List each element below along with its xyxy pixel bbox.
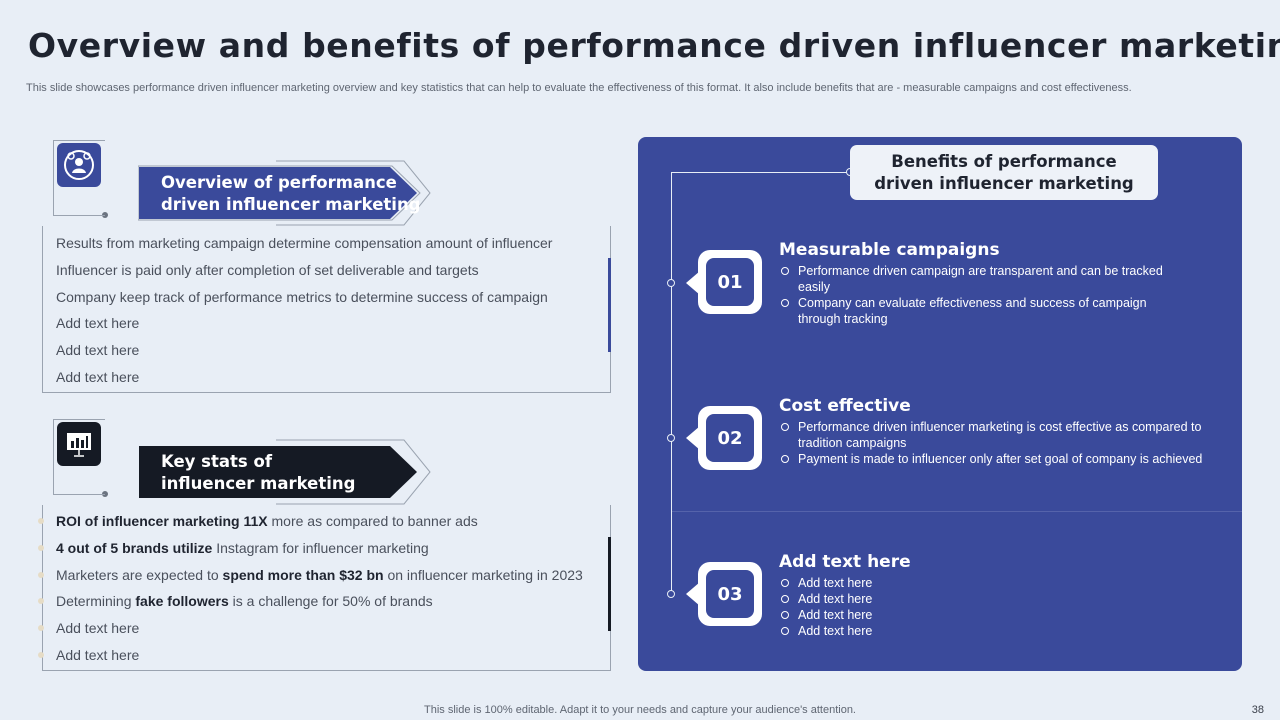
benefit-heading: Measurable campaigns [779, 240, 1000, 260]
list-item: Results from marketing campaign determin… [56, 235, 553, 251]
influencer-people-icon [57, 143, 101, 187]
list-item: Add text here [56, 368, 140, 385]
benefit-point: Performance driven influencer marketing … [780, 419, 1220, 451]
timeline-line [671, 172, 672, 594]
stats-banner [139, 439, 431, 505]
list-item: Add text here [38, 615, 583, 642]
page-subtitle: This slide showcases performance driven … [26, 82, 1132, 94]
stats-connector-dot [102, 491, 108, 497]
benefit-point: Payment is made to influencer only after… [780, 451, 1220, 467]
benefit-point: Add text here [780, 607, 1170, 623]
overview-connector-line [53, 215, 105, 216]
overview-accent-bar [608, 258, 611, 352]
benefit-point: Add text here [780, 623, 1170, 639]
benefit-point: Add text here [780, 575, 1170, 591]
list-item: Add text here [56, 315, 140, 332]
benefit-points: Performance driven campaign are transpar… [780, 263, 1170, 327]
benefits-title: Benefits of performance driven influence… [850, 145, 1158, 200]
stats-list: ROI of influencer marketing 11X more as … [38, 508, 583, 669]
presentation-chart-icon [57, 422, 101, 466]
overview-list: Results from marketing campaign determin… [56, 230, 552, 391]
list-item: Add text here [38, 642, 583, 669]
benefit-points: Performance driven influencer marketing … [780, 419, 1220, 467]
benefit-point: Company can evaluate effectiveness and s… [780, 295, 1170, 327]
benefit-heading: Cost effective [779, 396, 911, 416]
overview-banner-title: Overview of performance driven influence… [161, 173, 421, 214]
stats-accent-bar [608, 537, 611, 631]
timeline-dot-03 [667, 590, 675, 598]
overview-banner [138, 160, 431, 226]
benefits-separator [672, 511, 1242, 512]
badge-pointer-01 [686, 271, 700, 295]
badge-pointer-03 [686, 582, 700, 606]
list-item: Marketers are expected to spend more tha… [38, 562, 583, 589]
list-item: Add text here [56, 342, 140, 359]
overview-connector-dot [102, 212, 108, 218]
benefit-point: Performance driven campaign are transpar… [780, 263, 1170, 295]
benefit-point: Add text here [780, 591, 1170, 607]
badge-pointer-02 [686, 426, 700, 450]
benefit-number-badge: 01 [698, 250, 762, 314]
list-item: Influencer is paid only after completion… [56, 261, 479, 278]
benefit-heading: Add text here [779, 552, 911, 572]
timeline-dot-02 [667, 434, 675, 442]
list-item: Company keep track of performance metric… [56, 288, 548, 305]
timeline-dot-01 [667, 279, 675, 287]
benefit-number-badge: 02 [698, 406, 762, 470]
page-number: 38 [1251, 704, 1264, 716]
timeline-top-line [671, 172, 851, 173]
benefit-number-badge: 03 [698, 562, 762, 626]
list-item: ROI of influencer marketing 11X more as … [38, 508, 583, 535]
list-item: Determining fake followers is a challeng… [38, 588, 583, 615]
footer-note: This slide is 100% editable. Adapt it to… [424, 704, 856, 716]
benefit-points: Add text here Add text here Add text her… [780, 575, 1170, 639]
stats-banner-title: Key stats of influencer marketing [161, 452, 356, 493]
page-title: Overview and benefits of performance dri… [28, 26, 1280, 65]
list-item: 4 out of 5 brands utilize Instagram for … [38, 535, 583, 562]
stats-connector-line [53, 494, 105, 495]
